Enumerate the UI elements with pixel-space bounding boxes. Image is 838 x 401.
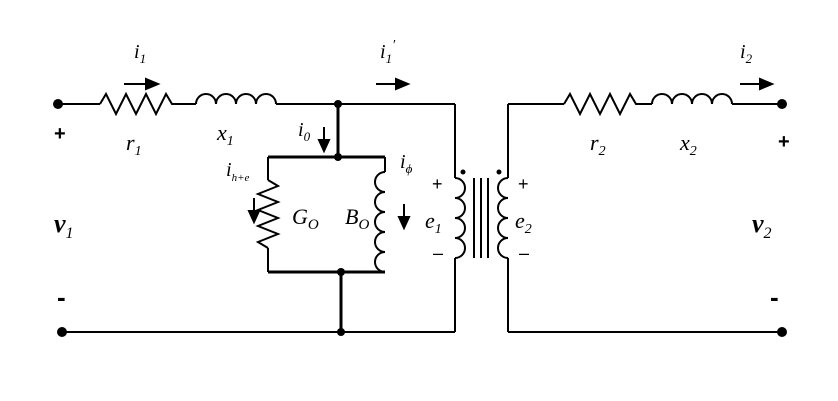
resistor-r1: [99, 91, 196, 117]
sign-e2-minus: –: [519, 243, 529, 263]
arrow-i1p: [376, 77, 411, 91]
label-i1-prime: i1′: [380, 38, 396, 66]
inductor-x2: [651, 93, 733, 105]
label-ihe: ih+e: [226, 159, 249, 184]
label-x2: x2: [679, 130, 697, 159]
sign-e1-plus: +: [432, 174, 443, 194]
arrow-iphi: [397, 204, 411, 231]
inductor-bo: [374, 171, 386, 273]
terminal-bottom-left: [57, 327, 67, 337]
label-i1: i1: [134, 41, 146, 66]
sign-v1-plus: +: [54, 123, 66, 145]
inductor-x1: [195, 93, 277, 105]
label-x1: x1: [216, 120, 234, 149]
arrow-i0: [317, 127, 331, 154]
sign-v1-minus: -: [57, 282, 66, 312]
label-i0: i0: [298, 119, 311, 144]
node-shunt-bottom: [337, 268, 345, 276]
node-top-shunt: [334, 100, 342, 108]
sign-e2-plus: +: [518, 174, 529, 194]
label-bo: BO: [345, 204, 369, 233]
sign-v2-minus: -: [770, 282, 779, 312]
sign-v2-plus: +: [778, 131, 790, 153]
arrow-i1: [124, 77, 161, 91]
terminal-top-left: [53, 99, 63, 109]
label-v1: v1: [54, 209, 74, 242]
arrow-ihe: [247, 198, 261, 225]
transformer-primary-coil: [454, 177, 466, 259]
label-i2: i2: [740, 41, 753, 66]
label-go: GO: [292, 204, 319, 233]
label-r1: r1: [126, 130, 142, 159]
arrow-i2: [740, 77, 775, 91]
label-e2: e2: [515, 208, 532, 237]
label-r2: r2: [590, 130, 606, 159]
resistor-r2: [563, 91, 652, 117]
node-shunt-top: [334, 153, 342, 161]
label-v2: v2: [752, 209, 772, 242]
transformer-secondary-coil: [497, 177, 509, 259]
label-iphi: iϕ: [400, 151, 413, 176]
resistor-go: [255, 179, 281, 249]
sign-e1-minus: –: [433, 243, 443, 263]
terminal-bottom-right: [777, 327, 787, 337]
label-e1: e1: [425, 208, 442, 237]
polarity-dot-primary: [460, 169, 466, 175]
polarity-dot-secondary: [496, 169, 502, 175]
terminal-top-right: [777, 99, 787, 109]
